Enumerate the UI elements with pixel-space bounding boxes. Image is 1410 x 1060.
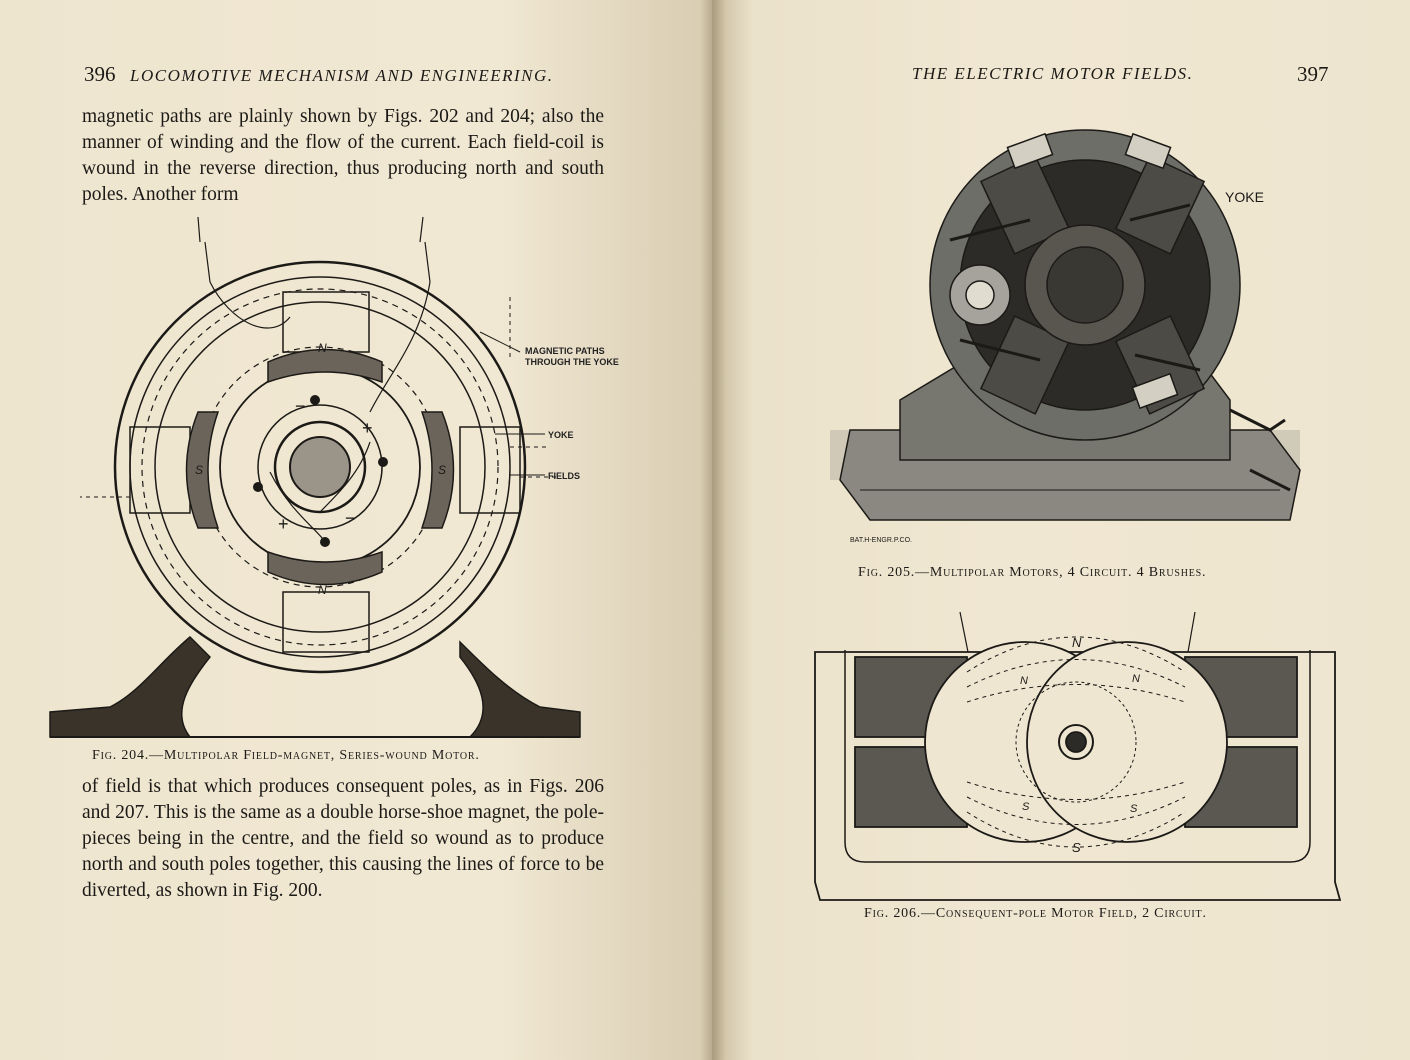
yoke-outer-ring [113,260,527,674]
engraver-mark: BAT.H-ENGR.P.CO. [850,537,912,544]
caption-fig-205: Fig. 205.—Multipolar Motors, 4 Circuit. … [858,565,1207,580]
page-number-left: 396 [84,62,116,86]
label-pole-n-top: N [318,341,327,355]
paragraph-top: magnetic paths are plainly shown by Figs… [82,106,604,205]
label-pole-s-right: S [438,463,446,477]
label-206-s-left: S [1022,801,1030,813]
label-fields: FIELDS [548,471,580,481]
label-206-s-bottom: S [1072,840,1081,855]
figure-206-diagram: N N N S S S [814,612,1342,901]
figure-205-motor-engraving: YOKE BAT.H-ENGR.P.CO. [830,129,1301,544]
shaft [289,436,351,498]
label-pole-s-left: S [195,463,203,477]
running-head-right: THE ELECTRIC MOTOR FIELDS. [912,64,1194,83]
label-yoke: YOKE [548,430,574,440]
motor-base-left-foot [49,635,212,738]
label-minus-top: − [295,396,306,416]
figure-204-diagram: MAGNETIC PATHS THROUGH THE YOKE YOKE FIE… [49,216,619,738]
armature-206 [1058,724,1094,760]
paragraph-bottom: of field is that which produces conseque… [82,776,604,901]
label-206-n-left: N [1020,675,1028,687]
caption-fig-204: Fig. 204.—Multipolar Field-magnet, Serie… [92,748,480,763]
label-206-s-right: S [1130,803,1138,815]
running-head-left: LOCOMOTIVE MECHANISM AND ENGINEERING. [130,66,554,85]
label-plus-top: + [362,418,373,438]
field-frame-outer [814,651,1342,901]
label-pole-n-bottom: N [318,583,327,597]
label-minus-bottom: − [345,508,356,528]
label-fig205-yoke: YOKE [1225,189,1264,205]
label-magnetic-paths: MAGNETIC PATHS [525,346,605,356]
motor-base-right-foot [459,640,581,738]
label-206-n-right: N [1132,673,1140,685]
label-through-yoke: THROUGH THE YOKE [525,357,619,367]
right-page: THE ELECTRIC MOTOR FIELDS. 397 [712,0,1410,1060]
label-plus-bottom: + [278,514,289,534]
label-206-n-top: N [1072,635,1082,650]
pole-piece-right [1026,641,1228,843]
left-page: 396 LOCOMOTIVE MECHANISM AND ENGINEERING… [0,0,712,1060]
book-gutter [700,0,726,1060]
page-number-right: 397 [1297,62,1329,86]
caption-fig-206: Fig. 206.—Consequent-pole Motor Field, 2… [864,906,1207,921]
